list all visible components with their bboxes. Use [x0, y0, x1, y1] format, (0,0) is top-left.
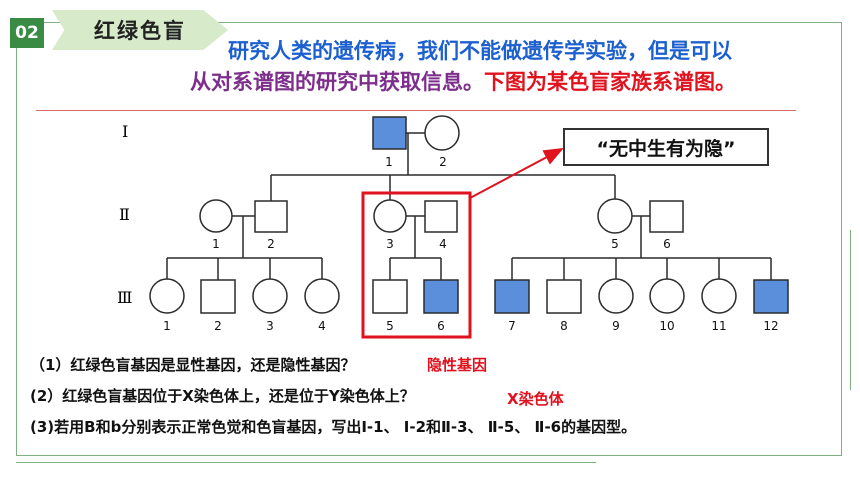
- female-normal-ii3: [373, 199, 407, 233]
- female-normal-iii3: [252, 278, 288, 314]
- question-3: (3)若用B和b分别表示正常色觉和色盲基因，写出Ⅰ-1、 Ⅰ-2和Ⅱ-3、 Ⅱ-…: [30, 418, 637, 436]
- intro-line-1: 研究人类的遗传病，我们不能做遗传学实验，但是可以: [228, 39, 732, 63]
- female-normal-ii5: [597, 198, 633, 234]
- male-normal-ii2: [254, 200, 288, 233]
- callout-arrow: [469, 148, 564, 199]
- callout-box: “无中生有为隐”: [563, 128, 769, 166]
- label-ii4: 4: [439, 237, 447, 251]
- label-ii2: 2: [267, 237, 275, 251]
- answer-1: 隐性基因: [427, 356, 488, 374]
- answer-2: X染色体: [507, 390, 564, 408]
- generation-label-3: Ⅲ: [117, 288, 132, 307]
- label-ii6: 6: [663, 237, 671, 251]
- male-affected-i1: [372, 116, 407, 150]
- label-iii7: 7: [508, 319, 516, 333]
- decorative-frame: [16, 22, 842, 456]
- intro-line-2-purple: 从对系谱图的研究中获取信息。: [190, 70, 484, 94]
- male-normal-ii6: [649, 200, 684, 233]
- question-1: （1）红绿色盲基因是显性基因，还是隐性基因？: [30, 356, 356, 374]
- male-normal-iii8: [546, 279, 582, 314]
- male-affected-iii7: [494, 279, 530, 314]
- female-normal-iii1: [149, 278, 185, 314]
- decorative-right-line: [850, 230, 851, 390]
- label-iii12: 12: [763, 319, 778, 333]
- female-normal-iii10: [649, 278, 685, 314]
- highlight-box: [361, 191, 472, 339]
- female-normal-iii4: [304, 278, 340, 314]
- label-iii5: 5: [386, 319, 394, 333]
- female-normal-iii11: [701, 278, 737, 314]
- male-normal-ii4: [424, 200, 458, 233]
- label-iii6: 6: [437, 319, 445, 333]
- red-divider-line: [36, 110, 796, 111]
- section-number-badge: 02: [10, 18, 44, 48]
- female-normal-iii9: [598, 278, 634, 314]
- label-iii1: 1: [163, 319, 171, 333]
- label-ii1: 1: [212, 237, 220, 251]
- male-normal-iii5: [372, 279, 408, 314]
- label-iii11: 11: [711, 319, 726, 333]
- label-ii3: 3: [386, 237, 394, 251]
- intro-line-2-red: 下图为某色盲家族系谱图。: [484, 70, 736, 94]
- label-iii8: 8: [560, 319, 568, 333]
- label-iii10: 10: [659, 319, 674, 333]
- label-i2: 2: [439, 155, 447, 169]
- generation-label-1: Ⅰ: [122, 122, 128, 141]
- label-iii9: 9: [612, 319, 620, 333]
- male-normal-iii2: [200, 279, 236, 314]
- label-iii4: 4: [318, 319, 326, 333]
- label-iii2: 2: [214, 319, 222, 333]
- label-ii5: 5: [611, 237, 619, 251]
- intro-text: 研究人类的遗传病，我们不能做遗传学实验，但是可以 从对系谱图的研究中获取信息。下…: [190, 36, 830, 98]
- female-normal-ii1: [199, 199, 233, 233]
- question-2: (2）红绿色盲基因位于X染色体上，还是位于Y染色体上？: [30, 387, 415, 405]
- generation-label-2: Ⅱ: [119, 205, 130, 224]
- male-affected-iii12: [753, 279, 789, 314]
- decorative-bottom-line: [16, 462, 596, 463]
- label-iii3: 3: [266, 319, 274, 333]
- label-i1: 1: [385, 155, 393, 169]
- section-title-tab: 红绿色盲: [52, 10, 228, 50]
- male-affected-iii6: [423, 279, 459, 314]
- female-normal-i2: [424, 115, 460, 151]
